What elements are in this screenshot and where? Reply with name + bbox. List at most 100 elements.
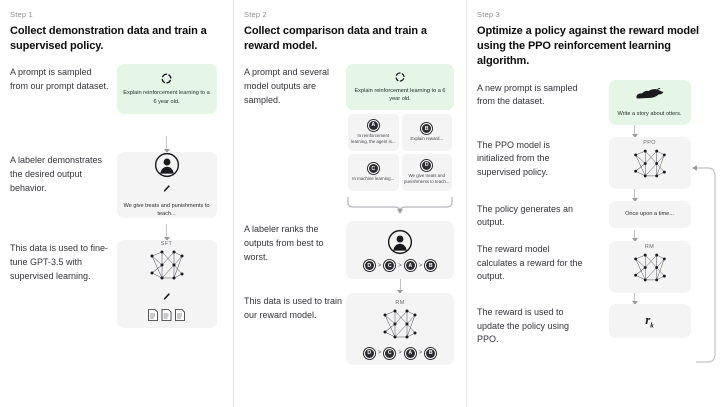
neural-network-icon — [378, 307, 422, 346]
prompt-card: Explain reinforcement learning to a 6 ye… — [346, 64, 454, 111]
rank-badge-2: C — [384, 347, 396, 359]
step-1-row-3: This data is used to fine-tune GPT-3.5 w… — [10, 240, 223, 329]
labeler-person-icon — [154, 152, 180, 178]
step-2-row-2: A labeler ranks the outputs from best to… — [244, 221, 456, 280]
rank-badge-3: A — [404, 260, 416, 272]
prompt-card: Explain reinforcement learning to a 6 ye… — [116, 64, 217, 115]
ranking-row: D > C > A > B — [363, 260, 437, 272]
output-badge: B — [421, 123, 433, 135]
step-1-art-3: SFT — [110, 240, 223, 329]
three-documents-icon — [147, 308, 187, 327]
step-1-row-1: A prompt is sampled from our prompt data… — [10, 64, 223, 136]
step-1-title: Collect demonstration data and train a s… — [10, 25, 207, 53]
reward-symbol: r — [645, 312, 651, 328]
reward-formula-card: rk — [608, 303, 691, 338]
step-3-art-5: rk — [589, 303, 710, 338]
step-3-row-4: The reward model calculates a reward for… — [477, 240, 710, 293]
rank-badge-4: B — [425, 260, 437, 272]
step-3-art-2: PPO — [589, 136, 710, 189]
step-3-art-1: Write a story about otters. — [589, 79, 710, 125]
ppo-label: PPO — [643, 140, 656, 147]
rm-label: RM — [395, 299, 405, 306]
step-2-caption-3: This data is used to train our reward mo… — [244, 296, 343, 321]
neural-network-icon — [629, 251, 671, 289]
arrow-down — [631, 124, 638, 138]
step-1-caption-2: A labeler demonstrates the desired outpu… — [10, 155, 103, 193]
step-3-caption-3: The policy generates an output. — [477, 203, 574, 228]
arrow-down — [163, 224, 170, 242]
arrow-down — [163, 136, 170, 154]
step-2-caption-2: A labeler ranks the outputs from best to… — [244, 224, 324, 262]
step-3-art-3: Once upon a time... — [589, 200, 710, 228]
refresh-circle-icon — [160, 72, 173, 85]
output-box-d: D We give treats and punishments to teac… — [401, 154, 452, 192]
output-box-b: B Explain reward... — [401, 114, 452, 152]
labeler-card: We give treats and punishments to teach.… — [116, 152, 217, 219]
ppo-card: PPO — [608, 136, 691, 189]
rank-sep: > — [398, 350, 402, 357]
reward-subscript: k — [650, 321, 654, 330]
prompt-card-text: Explain reinforcement learning to a 6 ye… — [354, 87, 446, 103]
step-1-column: Step 1 Collect demonstration data and tr… — [0, 0, 233, 407]
output-text: In reinforcement learning, the agent is.… — [351, 132, 396, 145]
step-2-art-3: RM — [344, 293, 456, 366]
output-badge: C — [367, 163, 379, 175]
refresh-circle-icon — [394, 71, 406, 83]
arrow-down — [631, 188, 638, 202]
step-3-art-4: RM — [589, 240, 710, 293]
pen-icon — [162, 180, 171, 198]
step-1-art-2: We give treats and punishments to teach.… — [110, 152, 223, 219]
pen-icon — [162, 288, 171, 306]
step-3-caption-4: The reward model calculates a reward for… — [477, 243, 583, 282]
step-2-label: Step 2 — [244, 10, 267, 19]
step-2-title: Collect comparison data and train a rewa… — [244, 25, 427, 53]
step-3-column: Step 3 Optimize a policy against the rew… — [466, 0, 720, 407]
step-3-title: Optimize a policy against the reward mod… — [477, 25, 699, 68]
step-2-art-1: Explain reinforcement learning to a 6 ye… — [344, 64, 456, 215]
step-2-column: Step 2 Collect comparison data and train… — [233, 0, 466, 407]
ranking-row: D > C > A > B — [363, 347, 437, 359]
rank-badge-4: B — [425, 347, 437, 359]
rank-sep: > — [418, 350, 423, 357]
otter-icon — [635, 86, 665, 106]
step-1-caption-3: This data is used to fine-tune GPT-3.5 w… — [10, 243, 109, 281]
rank-sep: > — [377, 350, 382, 357]
output-box-a: A In reinforcement learning, the agent i… — [348, 114, 399, 152]
neural-network-icon — [145, 248, 189, 287]
step-2-row-3: This data is used to train our reward mo… — [244, 293, 456, 366]
rm-card: RM — [608, 240, 691, 293]
prompt-card-text: Explain reinforcement learning to a 6 ye… — [123, 90, 210, 105]
rank-sep: > — [418, 262, 423, 269]
new-prompt-card: Write a story about otters. — [608, 79, 691, 125]
generated-output-text: Once upon a time... — [625, 210, 674, 217]
rank-badge-1: D — [363, 347, 375, 359]
labeler-card-text: We give treats and punishments to teach.… — [123, 202, 210, 218]
step-2-caption-1: A prompt and several model outputs are s… — [244, 67, 330, 105]
sft-label: SFT — [160, 241, 173, 248]
rank-sep: > — [377, 262, 382, 269]
step-3-caption-2: The PPO model is initialized from the su… — [477, 139, 551, 177]
step-1-art-1: Explain reinforcement learning to a 6 ye… — [110, 64, 223, 115]
arrow-down — [631, 229, 638, 242]
output-text: Explain reward... — [410, 136, 444, 142]
step-3-row-1: A new prompt is sampled from the dataset… — [477, 79, 710, 125]
step-1-row-2: A labeler demonstrates the desired outpu… — [10, 152, 223, 224]
output-box-c: C In machine learning... — [348, 154, 399, 192]
rank-badge-2: C — [384, 260, 396, 272]
model-outputs-grid: A In reinforcement learning, the agent i… — [344, 110, 456, 195]
new-prompt-text: Write a story about otters. — [617, 110, 682, 117]
rank-badge-3: A — [404, 347, 416, 359]
arrow-down — [397, 279, 403, 295]
sft-card: SFT — [116, 240, 217, 329]
step-1-label: Step 1 — [10, 10, 33, 19]
generated-output-card: Once upon a time... — [608, 200, 691, 228]
labeler-person-icon — [387, 229, 413, 255]
output-text: We give treats and punishments to teach.… — [404, 172, 450, 185]
output-badge: D — [421, 159, 433, 171]
step-2-art-2: D > C > A > B — [344, 221, 456, 280]
arrow-down — [631, 292, 638, 305]
rank-badge-1: D — [363, 260, 375, 272]
rm-card: RM — [346, 293, 454, 366]
labeler-rank-card: D > C > A > B — [346, 221, 454, 280]
